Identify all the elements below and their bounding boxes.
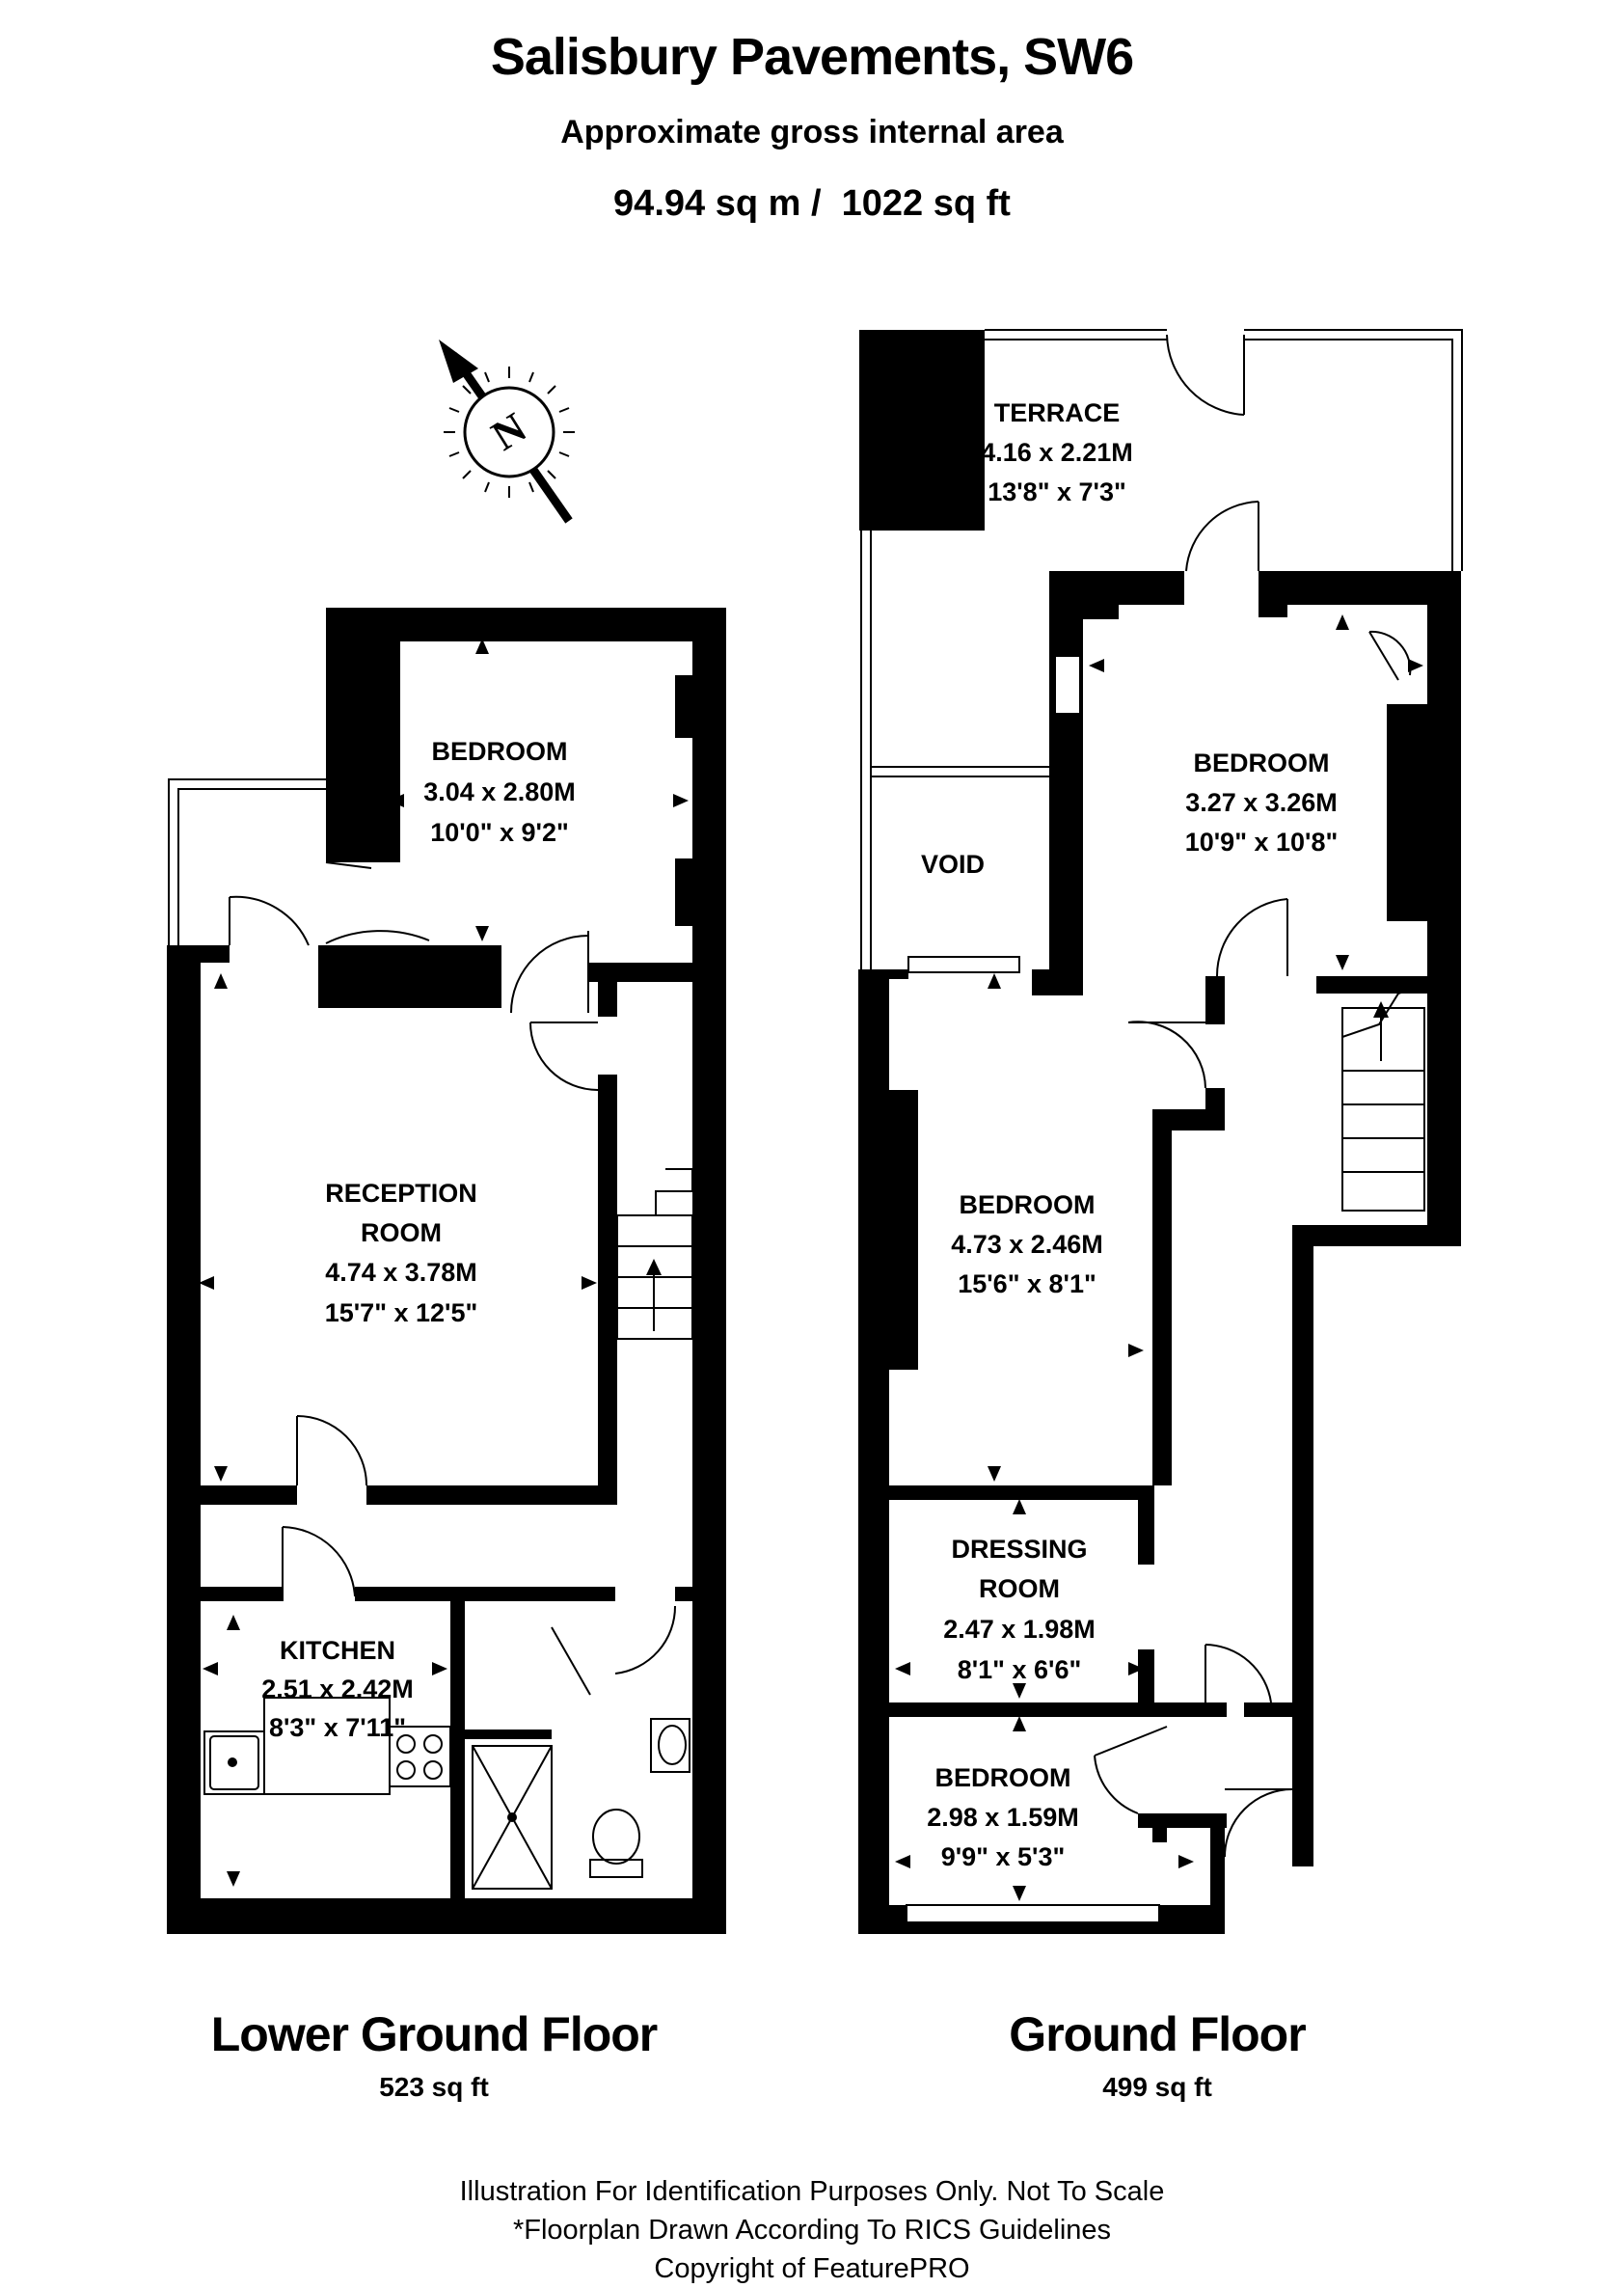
svg-text:KITCHEN: KITCHEN — [280, 1636, 395, 1665]
copyright-line: Copyright of FeaturePRO — [654, 2253, 970, 2284]
svg-text:10'0" x 9'2": 10'0" x 9'2" — [430, 818, 569, 847]
svg-text:13'8" x 7'3": 13'8" x 7'3" — [988, 477, 1126, 506]
plan-subtitle: Approximate gross internal area — [560, 114, 1064, 150]
svg-text:BEDROOM: BEDROOM — [1194, 749, 1330, 777]
disclaimer-line-1: Illustration For Identification Purposes… — [459, 2176, 1165, 2207]
svg-text:8'1" x 6'6": 8'1" x 6'6" — [958, 1655, 1082, 1684]
svg-text:BEDROOM: BEDROOM — [432, 737, 568, 766]
svg-text:TERRACE: TERRACE — [994, 398, 1121, 427]
ground-bedroom-1-label: BEDROOM 3.27 x 3.26M 10'9" x 10'8" — [1185, 749, 1339, 857]
svg-text:2.51 x 2.42M: 2.51 x 2.42M — [261, 1675, 414, 1703]
lower-floor-name: Lower Ground Floor — [210, 2007, 659, 2061]
ground-floor-plan: TERRACE 4.16 x 2.21M 13'8" x 7'3" VOID B… — [858, 329, 1463, 1934]
svg-text:4.16 x 2.21M: 4.16 x 2.21M — [981, 438, 1133, 467]
svg-text:9'9" x 5'3": 9'9" x 5'3" — [941, 1842, 1066, 1871]
svg-text:2.47 x 1.98M: 2.47 x 1.98M — [943, 1615, 1096, 1644]
lower-bedroom-label: BEDROOM 3.04 x 2.80M 10'0" x 9'2" — [423, 737, 576, 847]
ground-floor-area: 499 sq ft — [1102, 2072, 1212, 2102]
north-compass-icon: N — [439, 340, 575, 524]
lower-ground-floor-plan: BEDROOM 3.04 x 2.80M 10'0" x 9'2" RECEPT… — [167, 608, 726, 1934]
plan-title: Salisbury Pavements, SW6 — [490, 28, 1134, 86]
svg-text:BEDROOM: BEDROOM — [935, 1763, 1071, 1792]
svg-text:DRESSING: DRESSING — [951, 1535, 1087, 1564]
lower-floor-area: 523 sq ft — [379, 2072, 489, 2102]
void-label: VOID — [921, 850, 985, 879]
svg-text:3.27 x 3.26M: 3.27 x 3.26M — [1185, 788, 1338, 817]
svg-text:ROOM: ROOM — [361, 1218, 442, 1247]
svg-text:BEDROOM: BEDROOM — [960, 1190, 1096, 1219]
svg-text:15'7" x 12'5": 15'7" x 12'5" — [325, 1298, 478, 1327]
svg-text:4.73 x 2.46M: 4.73 x 2.46M — [951, 1230, 1103, 1259]
svg-text:8'3" x 7'11": 8'3" x 7'11" — [269, 1713, 406, 1742]
svg-text:ROOM: ROOM — [979, 1574, 1060, 1603]
kitchen-label: KITCHEN 2.51 x 2.42M 8'3" x 7'11" — [261, 1636, 414, 1742]
total-area: 94.94 sq m / 1022 sq ft — [613, 183, 1011, 224]
ground-bedroom-3-label: BEDROOM 2.98 x 1.59M 9'9" x 5'3" — [927, 1763, 1079, 1871]
terrace-label: TERRACE 4.16 x 2.21M 13'8" x 7'3" — [981, 398, 1133, 506]
svg-text:10'9" x 10'8": 10'9" x 10'8" — [1185, 828, 1339, 857]
reception-room-label: RECEPTION ROOM 4.74 x 3.78M 15'7" x 12'5… — [325, 1179, 478, 1327]
dressing-room-label: DRESSING ROOM 2.47 x 1.98M 8'1" x 6'6" — [943, 1535, 1096, 1684]
ground-floor-name: Ground Floor — [1009, 2007, 1306, 2061]
svg-text:4.74 x 3.78M: 4.74 x 3.78M — [325, 1258, 477, 1287]
svg-text:VOID: VOID — [921, 850, 985, 879]
svg-text:2.98 x 1.59M: 2.98 x 1.59M — [927, 1803, 1079, 1832]
disclaimer-line-2: *Floorplan Drawn According To RICS Guide… — [512, 2215, 1112, 2246]
svg-text:3.04 x 2.80M: 3.04 x 2.80M — [423, 777, 576, 806]
ground-bedroom-2-label: BEDROOM 4.73 x 2.46M 15'6" x 8'1" — [951, 1190, 1103, 1298]
svg-text:15'6" x 8'1": 15'6" x 8'1" — [958, 1269, 1096, 1298]
svg-text:RECEPTION: RECEPTION — [325, 1179, 477, 1208]
